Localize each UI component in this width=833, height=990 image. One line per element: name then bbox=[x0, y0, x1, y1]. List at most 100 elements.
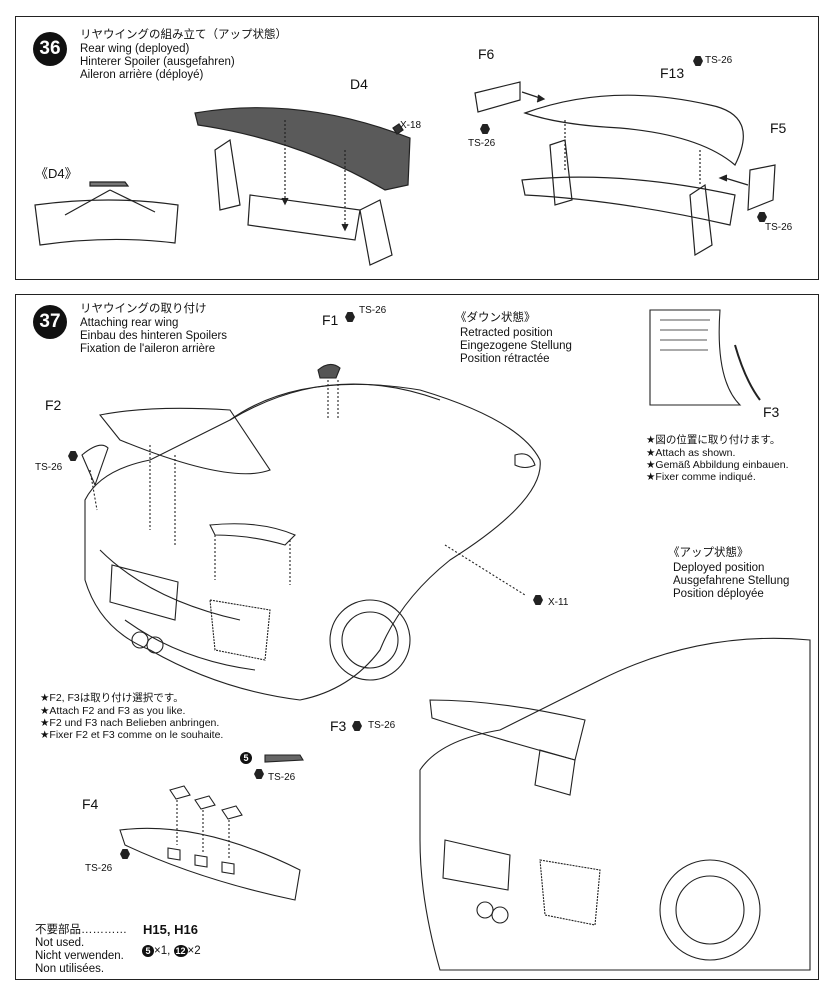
step-36-badge: 36 bbox=[33, 32, 67, 66]
main-car-wheel bbox=[329, 599, 411, 681]
part-d4-detail-label: 《D4》 bbox=[35, 166, 78, 181]
deployed-wing-part bbox=[429, 699, 586, 761]
inset-f3-part bbox=[734, 344, 761, 401]
part-f3-label-bottom: F3 bbox=[330, 718, 347, 734]
f5-plate-shape bbox=[747, 164, 776, 211]
attach-note-fr: ★Fixer comme indiqué. bbox=[646, 471, 756, 483]
unused-de: Nicht verwenden. bbox=[35, 950, 124, 962]
rear-wing-part bbox=[99, 407, 271, 475]
paint-hex-icon bbox=[68, 451, 78, 461]
unused-count-a: ×1, bbox=[154, 945, 171, 958]
screw-x18-label: X-18 bbox=[400, 120, 422, 131]
main-car-exhaust bbox=[131, 631, 149, 649]
step-37-badge: 37 bbox=[33, 305, 67, 339]
cement-tube-icon bbox=[264, 754, 304, 763]
step-36-title-en: Rear wing (deployed) bbox=[80, 43, 190, 55]
attach-note-en: ★Attach as shown. bbox=[646, 447, 736, 459]
main-car-roof bbox=[229, 383, 441, 421]
f2-part bbox=[81, 444, 109, 487]
paint-hex-icon bbox=[254, 769, 264, 779]
f1-part bbox=[317, 363, 341, 379]
screw-x11-label: X-11 bbox=[548, 597, 569, 608]
retracted-fr: Position rétractée bbox=[460, 353, 550, 365]
paint-hex-icon bbox=[120, 849, 130, 859]
paint-ts26-label-b: TS-26 bbox=[468, 138, 496, 149]
f4-peg bbox=[169, 785, 191, 800]
step-36-title-jp: リヤウイングの組み立て（アップ状態） bbox=[80, 29, 287, 41]
deployed-car-grille bbox=[539, 859, 601, 926]
d4-detail-shape bbox=[34, 199, 179, 246]
main-car-rear-panel bbox=[99, 549, 241, 621]
attach-note-jp: ★図の位置に取り付けます。 bbox=[646, 434, 781, 446]
screw-hex-icon bbox=[533, 595, 543, 605]
f4-peg bbox=[221, 805, 243, 820]
main-car-diffuser bbox=[124, 619, 256, 671]
step-37-title-en: Attaching rear wing bbox=[80, 317, 179, 329]
step-37-panel bbox=[15, 294, 819, 980]
f6-plate-shape bbox=[474, 81, 521, 113]
unused-count-b-badge: 12 bbox=[173, 945, 188, 957]
part-f5-label: F5 bbox=[770, 120, 787, 136]
main-car-license-plate bbox=[109, 564, 179, 621]
d4-stand-left bbox=[214, 138, 241, 211]
retracted-en: Retracted position bbox=[460, 327, 553, 339]
deployed-jp: 《アップ状態》 bbox=[668, 547, 749, 559]
paint-hex-icon bbox=[345, 312, 355, 322]
selection-note-de: ★F2 und F3 nach Belieben anbringen. bbox=[40, 717, 220, 729]
paint-ts26-label-c: TS-26 bbox=[765, 222, 793, 233]
paint-hex-icon bbox=[693, 56, 703, 66]
retracted-inset-shape bbox=[649, 309, 742, 406]
paint-tube-label: TS-26 bbox=[268, 772, 296, 783]
part-f4-label: F4 bbox=[82, 796, 99, 812]
unused-en: Not used. bbox=[35, 937, 85, 949]
main-car-grille bbox=[209, 599, 271, 661]
unused-parts-jp: 不要部品………… bbox=[35, 924, 127, 936]
step-37-title-de: Einbau des hinteren Spoilers bbox=[80, 330, 228, 342]
retracted-jp: 《ダウン状態》 bbox=[455, 312, 536, 324]
cement-number-badge: 5 bbox=[240, 752, 252, 764]
deployed-car-spoiler-mount bbox=[534, 749, 576, 796]
unused-count-row: 5×1, 12×2 bbox=[142, 945, 201, 958]
step-37-title-jp: リヤウイングの取り付け bbox=[80, 303, 207, 315]
x18-screw-icon bbox=[392, 123, 404, 135]
paint-ts26-label-a: TS-26 bbox=[705, 55, 733, 66]
part-d4-label: D4 bbox=[350, 76, 368, 92]
part-f6-label: F6 bbox=[478, 46, 495, 62]
selection-note-fr: ★Fixer F2 et F3 comme on le souhaite. bbox=[40, 729, 224, 741]
main-car-mirror bbox=[514, 453, 536, 469]
main-car-body bbox=[84, 383, 541, 701]
paint-f2-label: TS-26 bbox=[35, 462, 63, 473]
unused-count-a-badge: 5 bbox=[142, 945, 154, 957]
paint-f4-label: TS-26 bbox=[85, 863, 113, 874]
unused-fr: Non utilisées. bbox=[35, 963, 105, 975]
f13-wing-shape bbox=[523, 94, 744, 166]
attach-note-de: ★Gemäß Abbildung einbauen. bbox=[646, 459, 789, 471]
f4-peg bbox=[194, 795, 216, 810]
step-36-title-fr: Aileron arrière (déployé) bbox=[80, 69, 204, 81]
d4-stand-base bbox=[247, 194, 361, 241]
unused-count-b: ×2 bbox=[187, 945, 201, 958]
selection-note-en: ★Attach F2 and F3 as you like. bbox=[40, 705, 186, 717]
f13-base-shape bbox=[521, 176, 736, 226]
part-f2-label: F2 bbox=[45, 397, 62, 413]
deployed-fr: Position déployée bbox=[673, 588, 764, 600]
paint-hex-icon bbox=[480, 124, 490, 134]
part-f1-label: F1 bbox=[322, 312, 339, 328]
f4-plate-part bbox=[119, 827, 301, 901]
d4-stand-right bbox=[359, 199, 393, 266]
f13-stand-left bbox=[549, 139, 573, 206]
deployed-car-wheel bbox=[659, 859, 761, 961]
hobby-knife-icon bbox=[89, 181, 130, 187]
deployed-de: Ausgefahrene Stellung bbox=[673, 575, 790, 587]
step-37-title-fr: Fixation de l'aileron arrière bbox=[80, 343, 216, 355]
inset-part-f3-label: F3 bbox=[763, 404, 780, 420]
paint-hex-icon bbox=[757, 212, 767, 222]
deployed-en: Deployed position bbox=[673, 562, 765, 574]
step-36-panel bbox=[15, 16, 819, 280]
retracted-de: Eingezogene Stellung bbox=[460, 340, 572, 352]
f13-stand-right bbox=[689, 183, 713, 257]
deployed-car-body bbox=[419, 637, 811, 971]
deployed-car-license-plate bbox=[442, 839, 511, 891]
step-36-title-de: Hinterer Spoiler (ausgefahren) bbox=[80, 56, 235, 68]
